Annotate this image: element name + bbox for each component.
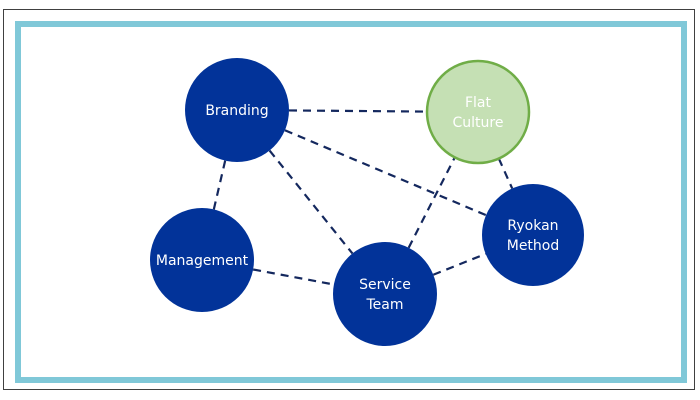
edge-branding-flat-culture bbox=[288, 109, 428, 113]
edge-management-service-team bbox=[252, 268, 335, 286]
edge-service-team-flat-culture bbox=[407, 156, 456, 249]
node-label: Team bbox=[365, 297, 403, 313]
edge-service-team-ryokan-method bbox=[432, 252, 487, 276]
node-circle[interactable] bbox=[185, 58, 289, 162]
node-label: Service bbox=[359, 277, 411, 293]
edge-branding-service-team bbox=[268, 149, 354, 255]
node-label: Ryokan bbox=[507, 218, 558, 234]
node-management[interactable]: Management bbox=[150, 208, 254, 312]
edge-flat-culture-ryokan-method bbox=[497, 158, 514, 189]
node-label: Flat bbox=[465, 95, 492, 111]
node-branding[interactable]: Branding bbox=[185, 58, 289, 162]
edge-branding-management bbox=[212, 160, 227, 210]
node-label: Management bbox=[156, 253, 249, 269]
edges-layer bbox=[212, 109, 514, 286]
node-label: Branding bbox=[205, 103, 268, 119]
node-circle[interactable] bbox=[333, 242, 437, 346]
node-label: Method bbox=[507, 238, 560, 254]
node-circle[interactable] bbox=[150, 208, 254, 312]
node-circle[interactable] bbox=[425, 59, 531, 165]
node-label: Culture bbox=[453, 115, 504, 131]
node-circle[interactable] bbox=[482, 184, 584, 286]
